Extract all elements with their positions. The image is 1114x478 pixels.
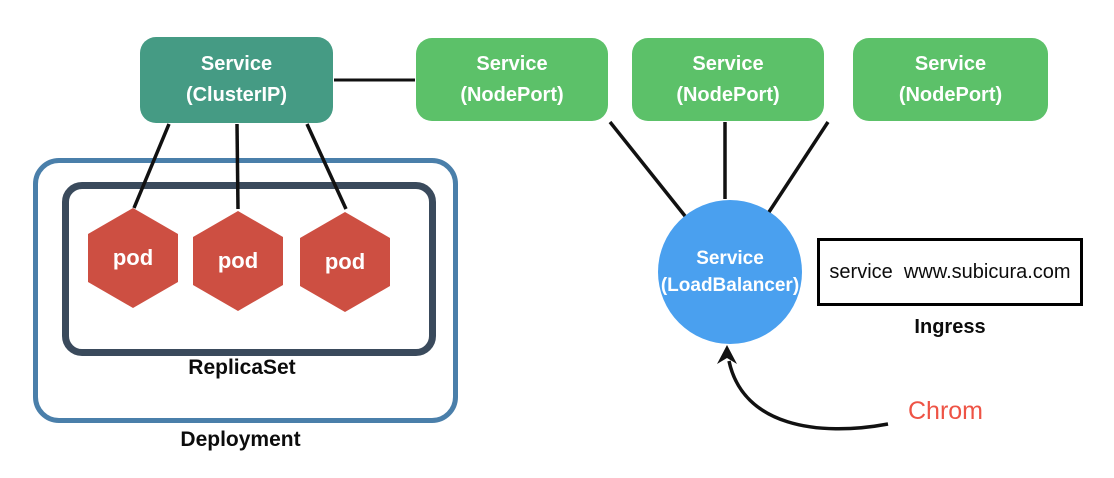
- client-arrowhead-icon: [717, 345, 737, 364]
- deployment-boundary: [33, 158, 458, 423]
- nodeport-loadbalancer-connector-3: [767, 121, 830, 213]
- service-name: Service: [914, 52, 987, 75]
- service-nodeport-node-1: Service (NodePort): [416, 38, 608, 121]
- replicaset-caption: ReplicaSet: [188, 356, 296, 379]
- service-nodeport-node-3: Service (NodePort): [853, 38, 1048, 121]
- ingress-rule-box: service www.subicura.com: [817, 238, 1083, 306]
- ingress-rule-text: service www.subicura.com: [829, 260, 1071, 283]
- nodeport-loadbalancer-connector-1: [608, 120, 687, 218]
- service-name: Service: [696, 248, 764, 269]
- client-arrow: [727, 360, 889, 431]
- service-nodeport-node-2: Service (NodePort): [632, 38, 824, 121]
- service-type: (LoadBalancer): [660, 275, 800, 296]
- ingress-caption: Ingress: [914, 316, 986, 338]
- pod-label: pod: [112, 245, 154, 270]
- service-name: Service: [692, 52, 764, 75]
- service-type: (NodePort): [460, 83, 564, 106]
- replicaset-boundary: [62, 182, 436, 356]
- service-loadbalancer-node: Service (LoadBalancer): [658, 200, 802, 344]
- pod-label: pod: [217, 248, 259, 273]
- service-name: Service: [476, 52, 548, 75]
- client-browser-label: Chrom: [908, 397, 984, 425]
- service-type: (ClusterIP): [185, 84, 288, 106]
- service-clusterip-node: Service (ClusterIP): [140, 37, 333, 123]
- deployment-caption: Deployment: [180, 428, 301, 451]
- service-type: (NodePort): [898, 83, 1003, 106]
- service-name: Service: [200, 53, 273, 75]
- pod-label: pod: [324, 249, 366, 274]
- service-type: (NodePort): [676, 83, 780, 106]
